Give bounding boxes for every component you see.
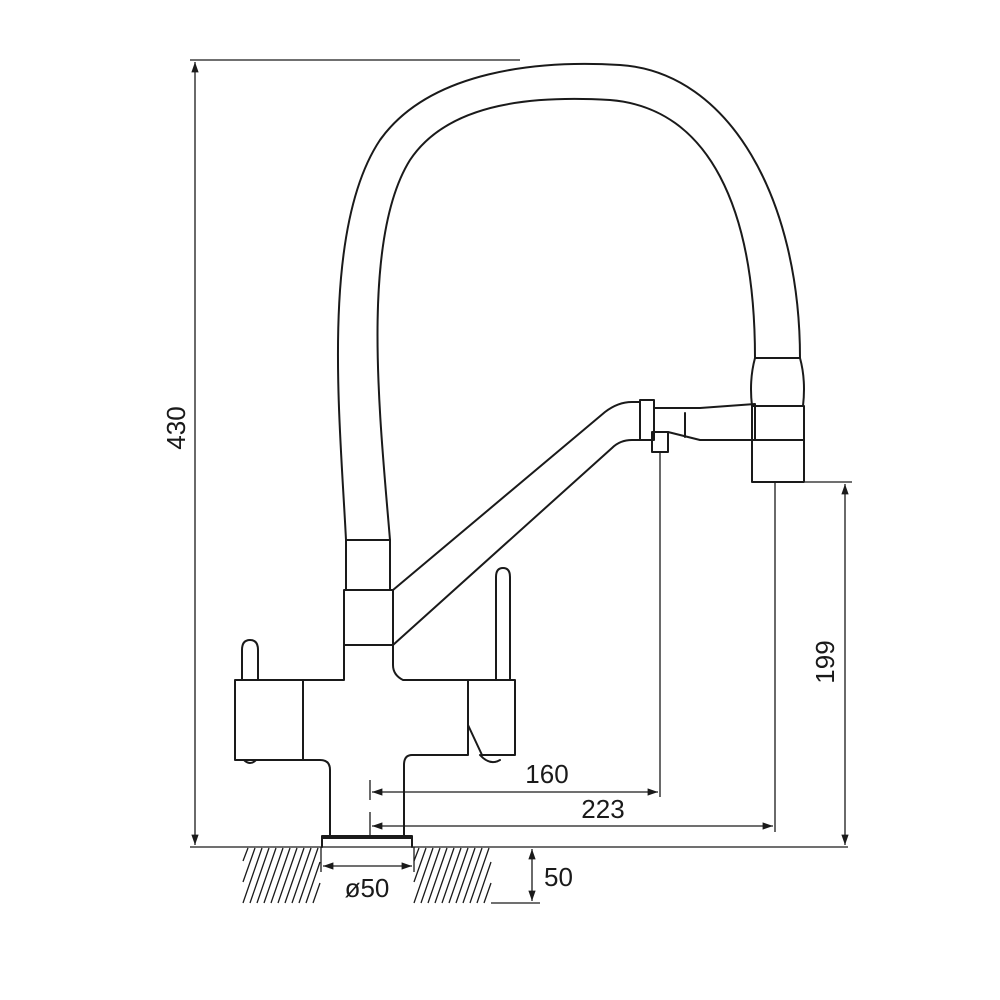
dimension-223: 223 — [369, 482, 776, 836]
faucet-body — [234, 539, 516, 848]
dimension-50: 50 — [491, 849, 573, 904]
dimension-d50: ø50 — [320, 847, 415, 903]
body-stem — [302, 644, 469, 837]
dimension-label-160: 160 — [525, 759, 568, 789]
dimension-199: 199 — [805, 481, 852, 845]
dimension-160: 160 — [369, 452, 661, 800]
flexible-hose — [336, 62, 801, 541]
dimension-label-d50: ø50 — [345, 873, 390, 903]
countertop-hatch-right — [413, 847, 492, 904]
filter-spout — [392, 399, 756, 646]
spray-head — [750, 357, 805, 483]
dimension-label-223: 223 — [581, 794, 624, 824]
central-column — [343, 589, 394, 646]
dimension-label-199: 199 — [810, 640, 840, 683]
hose-collar — [345, 539, 391, 591]
countertop-hatch-left — [242, 847, 321, 904]
left-lever — [241, 639, 259, 681]
countertop-section — [242, 847, 492, 904]
mounting-base — [321, 835, 413, 848]
dimension-430: 430 — [161, 59, 520, 845]
dimension-label-430: 430 — [161, 406, 191, 449]
dimension-label-50: 50 — [544, 862, 573, 892]
right-lever — [495, 567, 511, 681]
left-handle-block — [234, 679, 304, 761]
right-handle-block — [467, 679, 516, 756]
